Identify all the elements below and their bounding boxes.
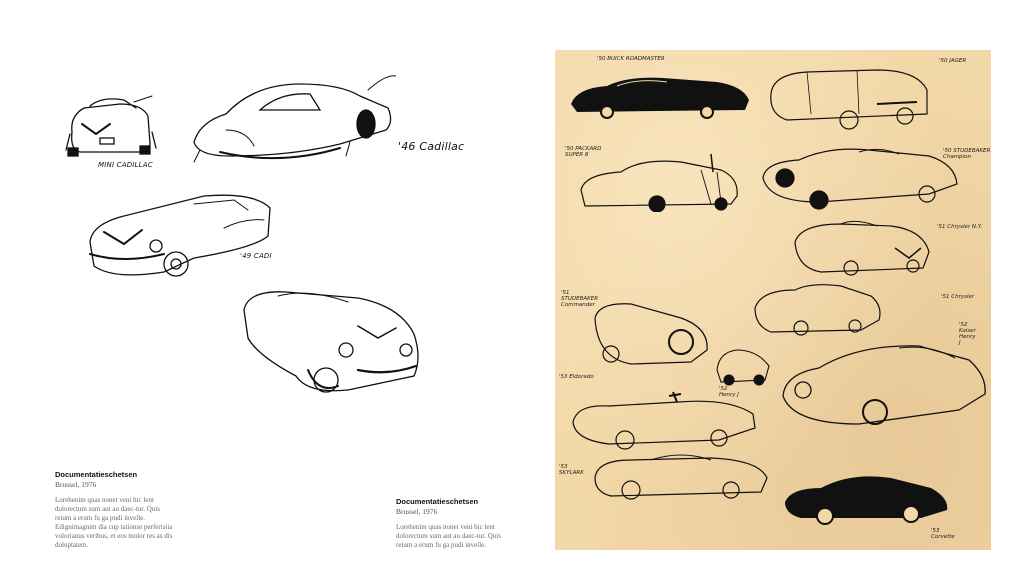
cadillac-49-sketch bbox=[84, 188, 274, 284]
cadillac-46-sketch bbox=[190, 70, 396, 166]
right-caption-title: Documentatieschetsen bbox=[396, 497, 479, 506]
left-caption-title: Documentatieschetsen bbox=[55, 470, 138, 479]
mini-cadillac-sketch bbox=[62, 94, 158, 158]
studebaker50-car-sketch bbox=[762, 148, 958, 210]
jager-car-sketch bbox=[770, 69, 928, 130]
left-page bbox=[0, 0, 512, 585]
left-caption: Documentatieschetsen Brussel, 1976 Loreh… bbox=[55, 470, 175, 550]
paper-texture bbox=[555, 50, 991, 550]
kaiser-car-sketch bbox=[782, 345, 986, 425]
photo-label-chrysler51b: '51 Chrysler bbox=[941, 294, 975, 300]
packard-car-sketch bbox=[580, 153, 738, 212]
eldorado-car-sketch bbox=[572, 391, 756, 450]
photo-label-eldorado: '53 Eldorado bbox=[559, 374, 594, 380]
skylark-car-sketch bbox=[594, 454, 768, 500]
right-caption: Documentatieschetsen Brussel, 1976 Loreh… bbox=[396, 497, 516, 550]
buick-car-sketch bbox=[571, 77, 749, 119]
mini-cadillac-label: MINI CADILLAC bbox=[98, 161, 153, 169]
photo-label-buick: '50 BUICK ROADMASTER bbox=[597, 56, 665, 62]
corvette-car-sketch bbox=[785, 476, 948, 525]
photo-label-chrysler51a: '51 Chrysler N.Y. bbox=[937, 224, 983, 230]
chrysler51b-car-sketch bbox=[754, 284, 881, 336]
studebaker51-car-sketch bbox=[594, 303, 708, 365]
cadillac-46-label: '46 Cadillac bbox=[398, 140, 465, 153]
sketch-sheet-photo: '50 BUICK ROADMASTER '50 JAGER '50 PACKA… bbox=[555, 50, 991, 550]
cadillac-49-label: '49 CADI bbox=[240, 252, 272, 260]
right-caption-body: Lorehenim quas nonet veni hic lent dolor… bbox=[396, 523, 501, 549]
right-caption-subtitle: Brussel, 1976 bbox=[396, 507, 438, 516]
convertible-sketch bbox=[238, 286, 424, 398]
henry-j-car-sketch bbox=[716, 349, 770, 386]
left-caption-body: Lorehenim quas nonet veni hic lent dolor… bbox=[55, 496, 173, 549]
left-caption-subtitle: Brussel, 1976 bbox=[55, 480, 97, 489]
photo-label-jager: '50 JAGER bbox=[939, 58, 967, 64]
chrysler51a-car-sketch bbox=[794, 220, 930, 276]
